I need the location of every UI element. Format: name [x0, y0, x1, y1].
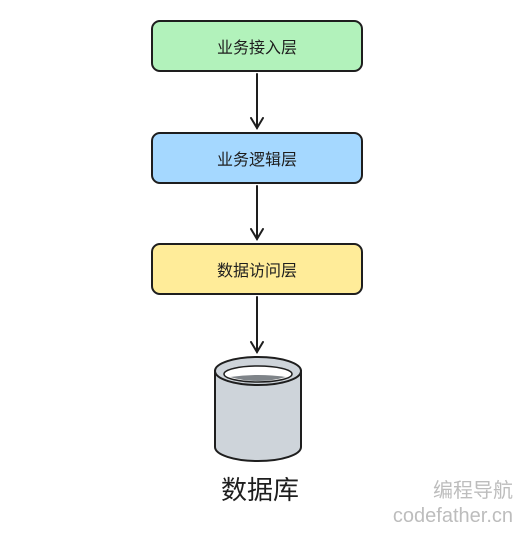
arrowhead-logic-to-data: [250, 228, 264, 241]
watermark-url: codefather.cn: [392, 505, 513, 527]
arrowhead-data-to-database: [250, 341, 264, 354]
arrowhead-access-to-logic: [250, 117, 264, 130]
data-access-layer: 数据访问层: [151, 243, 363, 295]
business-access-layer: 业务接入层: [151, 20, 363, 72]
business-access-layer-label: 业务接入层: [216, 38, 297, 57]
data-access-layer-label: 数据访问层: [216, 261, 297, 280]
database-body: [214, 370, 302, 462]
database-liquid: [230, 375, 286, 381]
business-logic-layer: 业务逻辑层: [151, 132, 363, 184]
database-label: 数据库: [220, 476, 299, 506]
watermark-title: 编程导航: [433, 480, 513, 502]
database-icon: [214, 356, 302, 462]
business-logic-layer-label: 业务逻辑层: [216, 150, 297, 169]
